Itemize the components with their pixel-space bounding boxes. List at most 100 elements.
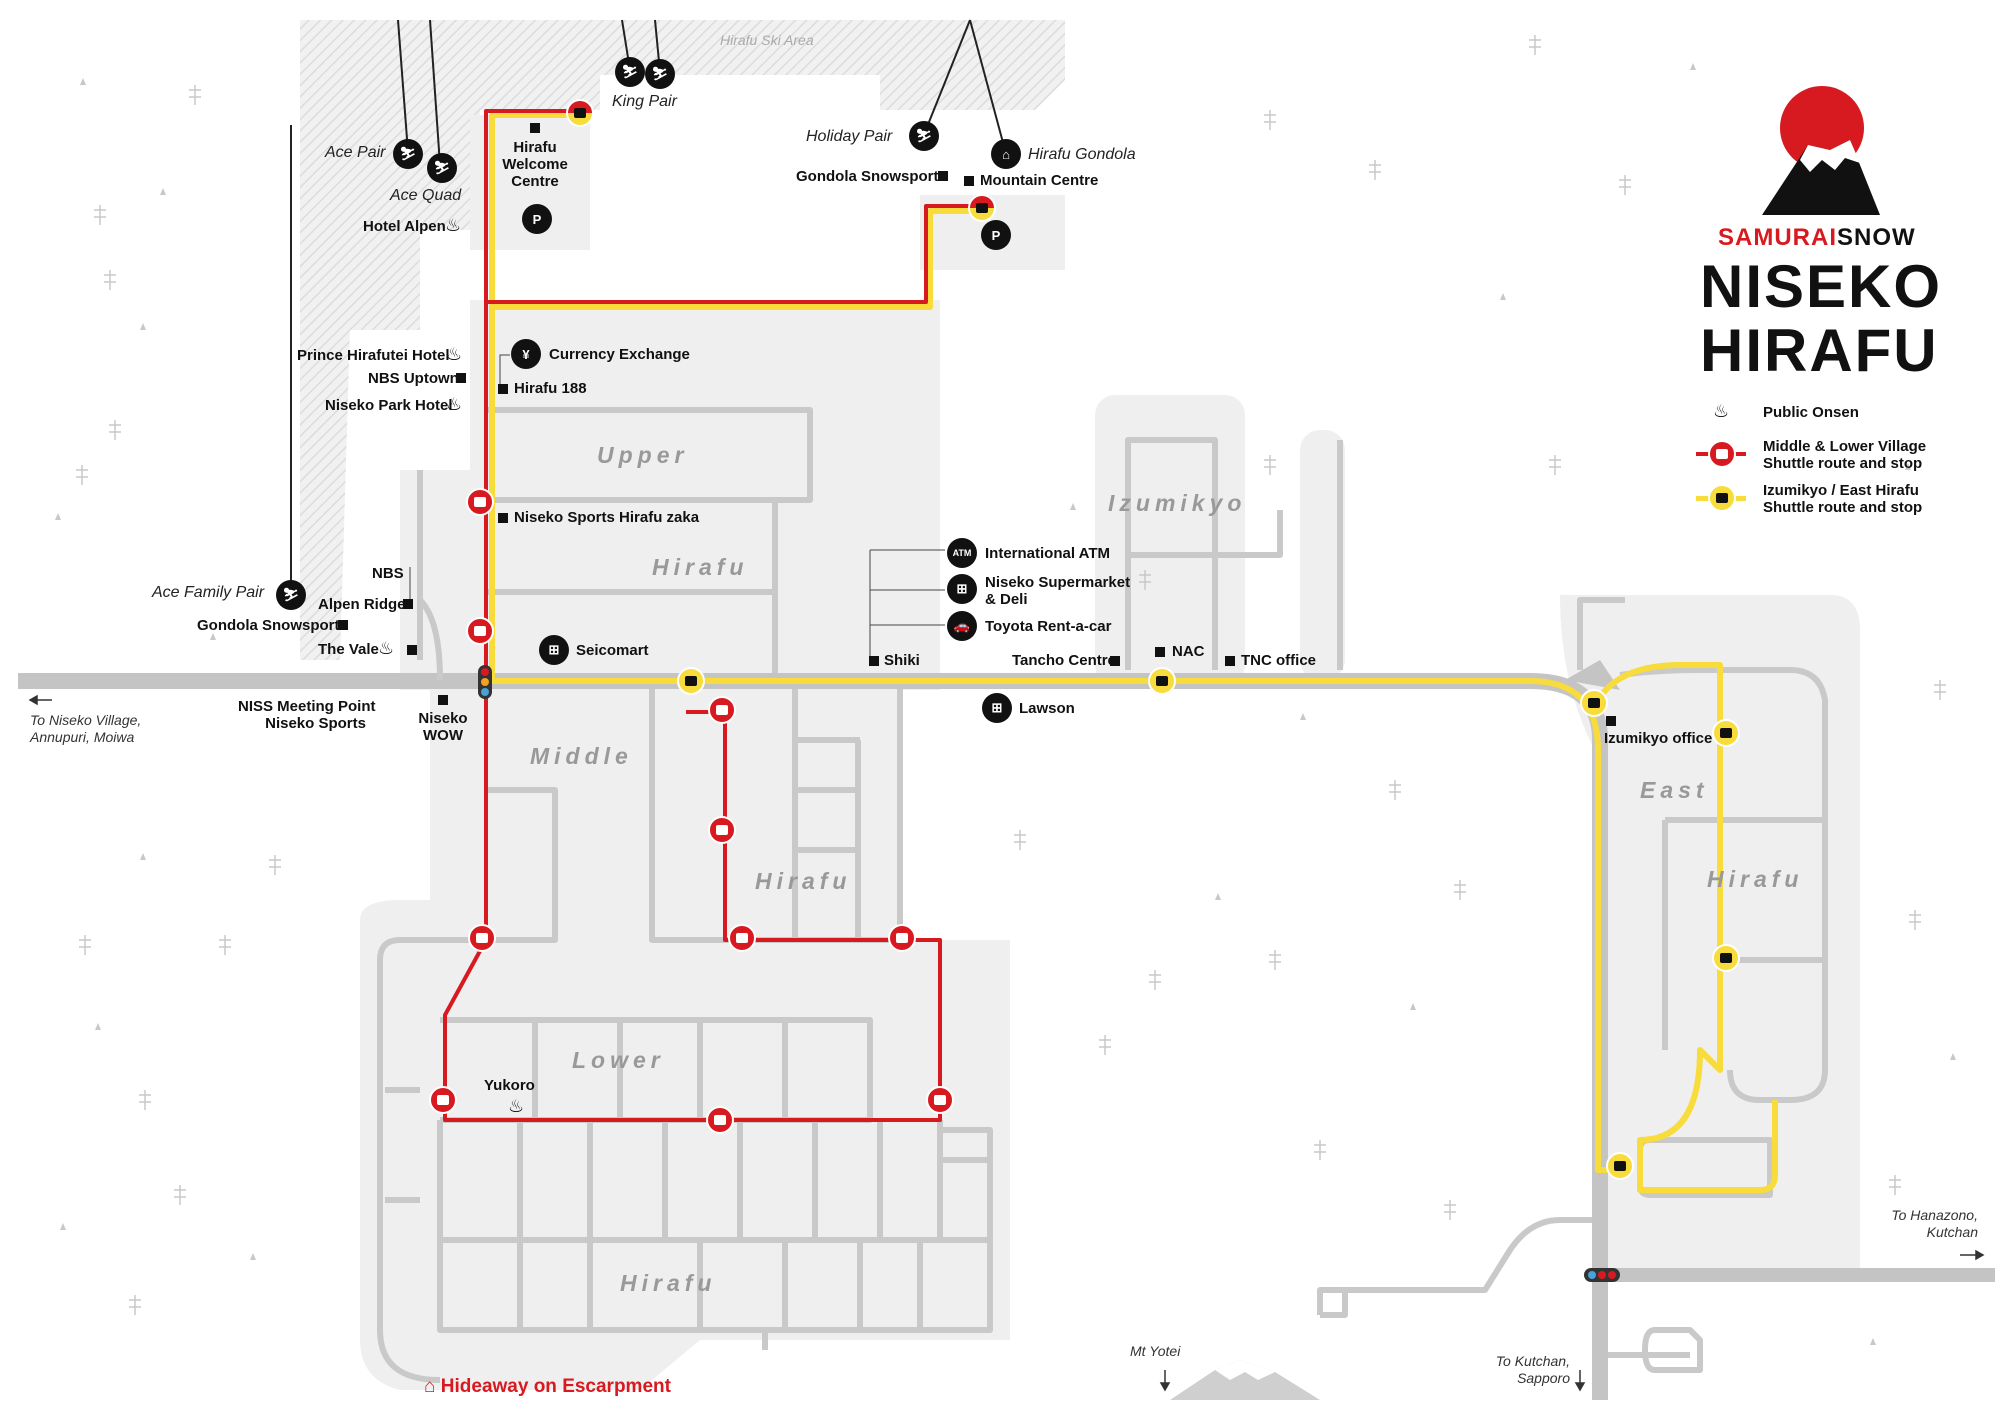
area-upper: Upper [597,442,689,468]
marker [498,513,508,523]
chairlift-icon: ⛷ [615,57,645,87]
onsen-icon: ♨ [1713,401,1730,421]
label-nbs-uptown: NBS Uptown [368,370,459,387]
bus-stop [1712,944,1740,972]
bus-stop [1148,667,1176,695]
label-to-kutchan: To Kutchan,Sapporo [1495,1353,1570,1386]
onsen-icon: ♨ [446,394,463,414]
shopping-cart-icon: ⊞ [539,635,569,665]
label-seicomart: Seicomart [576,642,649,659]
marker [964,176,974,186]
parking-icon: P [981,220,1011,250]
gondola-icon: ⌂ [991,139,1021,169]
label-to-hanazono: To Hanazono,Kutchan [1891,1207,1978,1240]
label-ace-pair: Ace Pair [325,144,386,161]
legend-yellow-bus-icon [1708,484,1736,512]
area-lower-hirafu: Hirafu [620,1270,717,1296]
onsen-icon: ♨ [508,1096,525,1116]
marker [1155,647,1165,657]
bus-stop [466,488,494,516]
home-icon: ⌂ [424,1376,436,1397]
label-gondola-snowsports: Gondola Snowsports [197,617,348,634]
label-yukoro: Yukoro [484,1077,535,1094]
label-gondola-snowsports-top: Gondola Snowsports [796,168,947,185]
area-east: East [1640,777,1709,803]
parking-icon: P [522,204,552,234]
label-currency-exchange: Currency Exchange [549,346,690,363]
label-hirafu-gondola: Hirafu Gondola [1028,146,1136,163]
lift-lines [290,19,1006,590]
label-mountain-centre: Mountain Centre [980,172,1099,189]
area-lower: Lower [572,1047,665,1073]
label-to-niseko-village: To Niseko Village,Annupuri, Moiwa [30,712,142,745]
label-niseko-supermarket: Niseko Supermarket& Deli [985,574,1131,608]
label-hideaway: ⌂ Hideaway on Escarpment [424,1376,671,1397]
bus-stop [888,924,916,952]
label-izumikyo-office: Izumikyo office [1604,730,1713,747]
marker [1606,716,1616,726]
yen-icon: ¥ [511,339,541,369]
bus-stop [466,617,494,645]
legend-onsen: Public Onsen [1763,404,1859,421]
marker [407,645,417,655]
bus-stop [728,924,756,952]
bus-stop [1606,1152,1634,1180]
label-ace-quad: Ace Quad [390,187,462,204]
marker [498,384,508,394]
legend-red-bus-icon [1708,440,1736,468]
area-east-hirafu: Hirafu [1707,866,1804,892]
label-lawson: Lawson [1019,700,1075,717]
bus-stop [926,1086,954,1114]
area-middle-hirafu: Hirafu [755,868,852,894]
onsen-icon: ♨ [445,215,462,235]
bus-stop [708,696,736,724]
marker [456,373,466,383]
label-nbs: NBS [372,565,404,582]
label-king-pair: King Pair [612,93,677,110]
bus-stop [968,194,996,222]
bus-stop [677,667,705,695]
chairlift-icon: ⛷ [393,139,423,169]
marker [403,599,413,609]
marker [938,171,948,181]
tree-symbols [76,35,1946,1315]
marker [1225,656,1235,666]
direction-arrows [28,694,1985,1392]
yellow-shuttle-route [489,112,1778,1193]
shopping-cart-icon: ⊞ [947,574,977,604]
traffic-light-east [1584,1268,1620,1282]
shopping-cart-icon: ⊞ [982,693,1012,723]
label-shiki: Shiki [884,652,920,669]
bus-stop [708,816,736,844]
chairlift-icon: ⛷ [427,153,457,183]
label-alpen-ridge: Alpen Ridge [318,596,406,613]
onsen-icon: ♨ [446,344,463,364]
label-international-atm: International ATM [985,545,1110,562]
car-rental-icon: 🚗 [947,611,977,641]
label-tancho-centre: Tancho Centre [1012,652,1116,669]
label-hotel-alpen: Hotel Alpen [363,218,446,235]
bus-stop [1712,719,1740,747]
label-tnc-office: TNC office [1241,652,1316,669]
label-sports-hirafu-zaka: Niseko Sports Hirafu zaka [514,509,700,526]
onsen-icon: ♨ [378,638,395,658]
bus-stop [1580,689,1608,717]
marker [338,620,348,630]
bus-stop [706,1106,734,1134]
label-niseko-park-hotel: Niseko Park Hotel [325,397,453,414]
label-mt-yotei: Mt Yotei [1130,1343,1181,1359]
chairlift-icon: ⛷ [645,59,675,89]
mt-yotei-icon [1170,1360,1320,1400]
marker [1110,656,1120,666]
bus-stop [429,1086,457,1114]
ski-area-label: Hirafu Ski Area [720,32,814,48]
samurai-snow-logo [1762,86,1880,215]
atm-icon: ATM [947,538,977,568]
marker [869,656,879,666]
chairlift-icon: ⛷ [276,580,306,610]
